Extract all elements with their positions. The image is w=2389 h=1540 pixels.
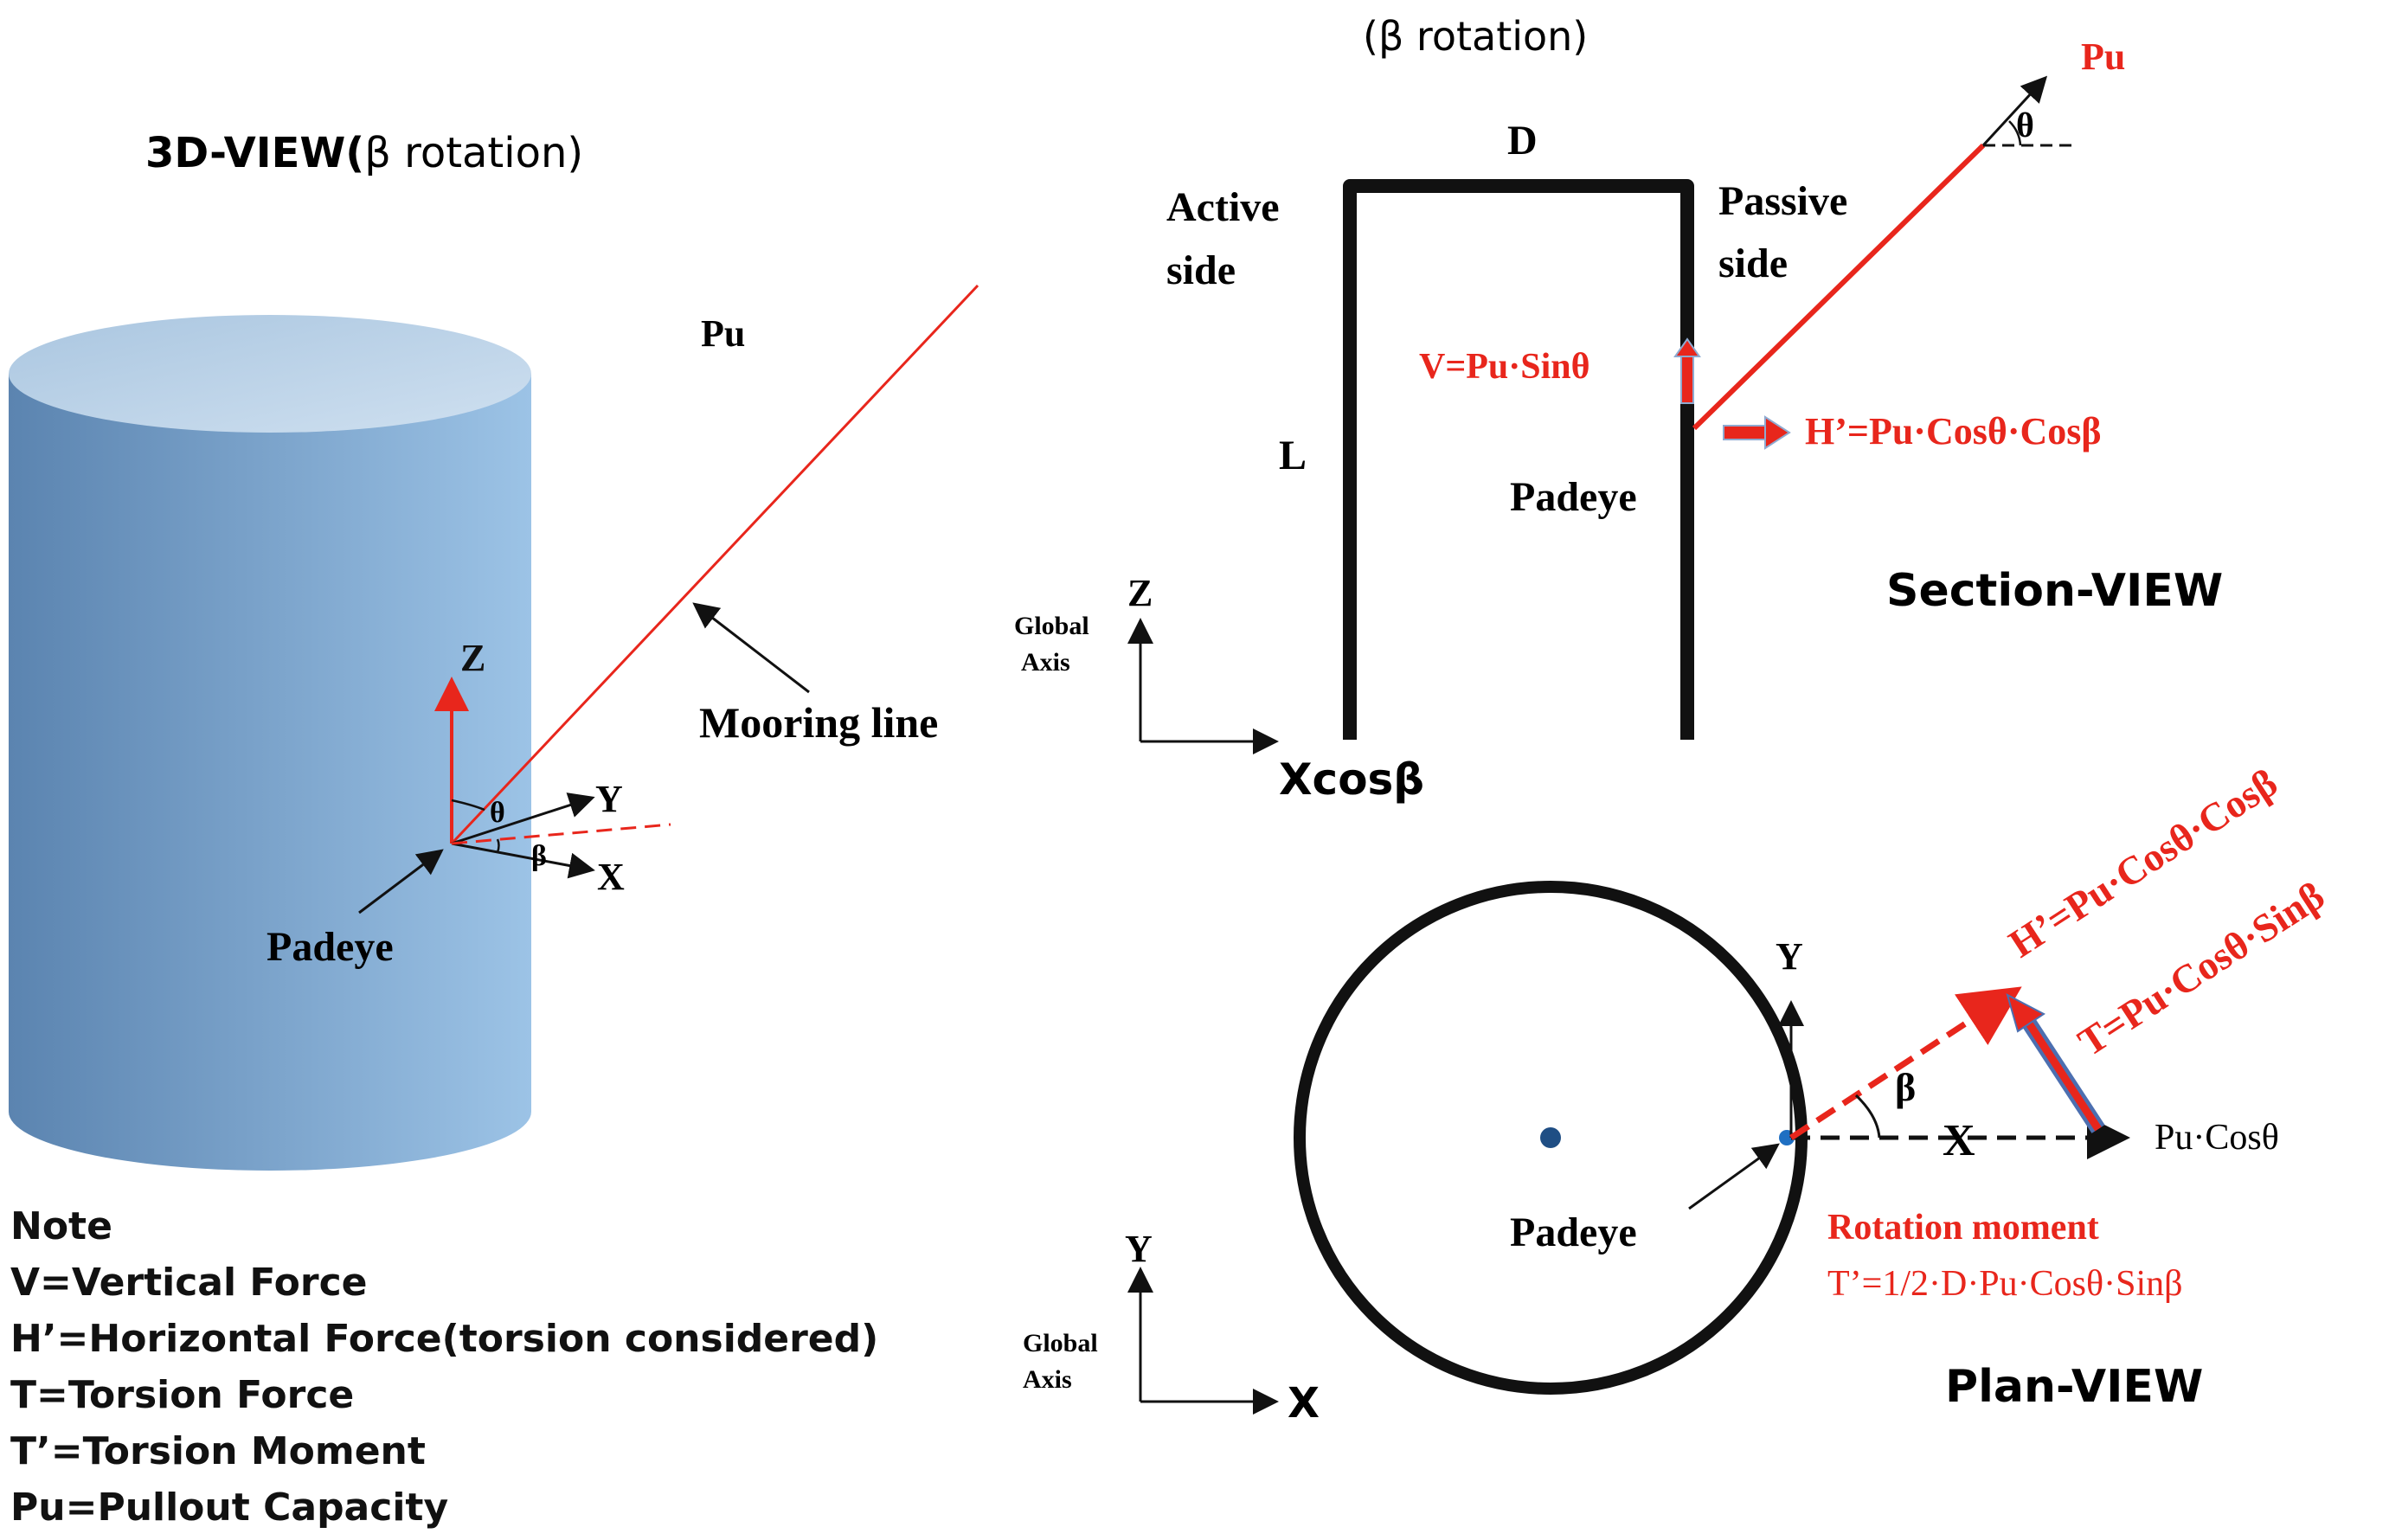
section-pull-line [1692,143,1986,431]
section-title: Section-VIEW [1886,565,2223,617]
note-line: T’=Torsion Moment [10,1429,426,1473]
plan-t-force-arrow [2006,993,2105,1133]
note-line: Pu=Pullout Capacity [10,1485,448,1530]
threed-view: 3D-VIEW(β rotation) Pu Z Y X θ β Padeye [9,129,979,1171]
note-line: H’=Horizontal Force(torsion considered) [10,1317,878,1361]
section-top-caption: (β rotation) [1363,13,1588,60]
theta-arc [451,799,485,812]
plan-beta-arc [1854,1094,1881,1139]
note-block: Note V=Vertical Force H’=Horizontal Forc… [10,1204,878,1530]
pu-cos-label: Pu·Cosθ [2155,1118,2279,1158]
plan-axis-y-label: Y [1125,1228,1153,1270]
beta-label: β [531,840,547,872]
v-force-arrow [1673,337,1701,404]
l-label: L [1279,433,1307,478]
y-axis-label: Y [595,778,623,820]
threed-title-regular: β rotation) [364,129,583,177]
v-formula: V=Pu·Sinθ [1419,347,1590,387]
plan-axis-x-label: X [1288,1379,1320,1428]
x-axis-line [451,842,595,879]
section-view: (β rotation) D L Active side Passive sid… [1014,13,2223,805]
z-axis-label: Z [460,637,485,679]
horizontal-projection [451,823,671,845]
section-pull-arrow [1981,75,2048,147]
plan-h-force-arrow [1789,986,2022,1140]
plan-global-axis: Global Axis [1023,1329,1104,1394]
theta-label: θ [490,797,505,829]
plan-view: Y X Pu·Cosθ β H’=Pu·Cosθ·Cosβ T=Pu·Cosθ·… [1023,760,2332,1428]
plan-padeye-pointer [1688,1143,1780,1210]
threed-title-bold: 3D-VIEW( [145,129,364,177]
section-x-label: Xcosβ [1279,754,1424,805]
plan-center-dot [1540,1127,1561,1148]
h-force-arrow [1723,415,1791,450]
section-global-axis: Global Axis [1014,612,1095,677]
section-pu-label: Pu [2081,35,2125,78]
section-padeye-label: Padeye [1510,474,1637,520]
y-axis-line [451,792,595,845]
mooring-line [450,284,979,845]
pu-label: Pu [701,312,745,355]
plan-local-x-label: X [1943,1116,1975,1165]
active-side-label: Active side [1166,184,1290,293]
padeye-label: Padeye [267,924,394,970]
note-line: T=Torsion Force [10,1373,354,1417]
t-prime-formula: T’=1/2·D·Pu·Cosθ·Sinβ [1827,1264,2183,1304]
note-line: V=Vertical Force [10,1261,368,1305]
section-h-formula: H’=Pu·Cosθ·Cosβ [1805,410,2102,452]
section-theta-arc [2008,120,2022,146]
section-z-label: Z [1127,572,1153,614]
note-heading: Note [10,1204,112,1248]
beta-arc [496,838,500,853]
threed-view-title: 3D-VIEW(β rotation) [145,129,583,177]
mooring-label: Mooring line [699,698,938,747]
plan-beta-label: β [1895,1065,1916,1109]
rotation-moment-label: Rotation moment [1827,1208,2099,1248]
plan-title: Plan-VIEW [1945,1361,2203,1413]
caisson-section [1343,179,1694,740]
passive-side-label: Passive side [1718,178,1858,286]
x-axis-label: X [597,856,625,898]
section-theta-label: θ [2016,106,2034,144]
plan-local-y-label: Y [1776,935,1803,978]
d-label: D [1507,118,1538,164]
plan-padeye-label: Padeye [1510,1210,1637,1255]
mooring-pointer [692,602,810,694]
caisson-cylinder [9,315,531,1171]
padeye-pointer [358,849,444,914]
